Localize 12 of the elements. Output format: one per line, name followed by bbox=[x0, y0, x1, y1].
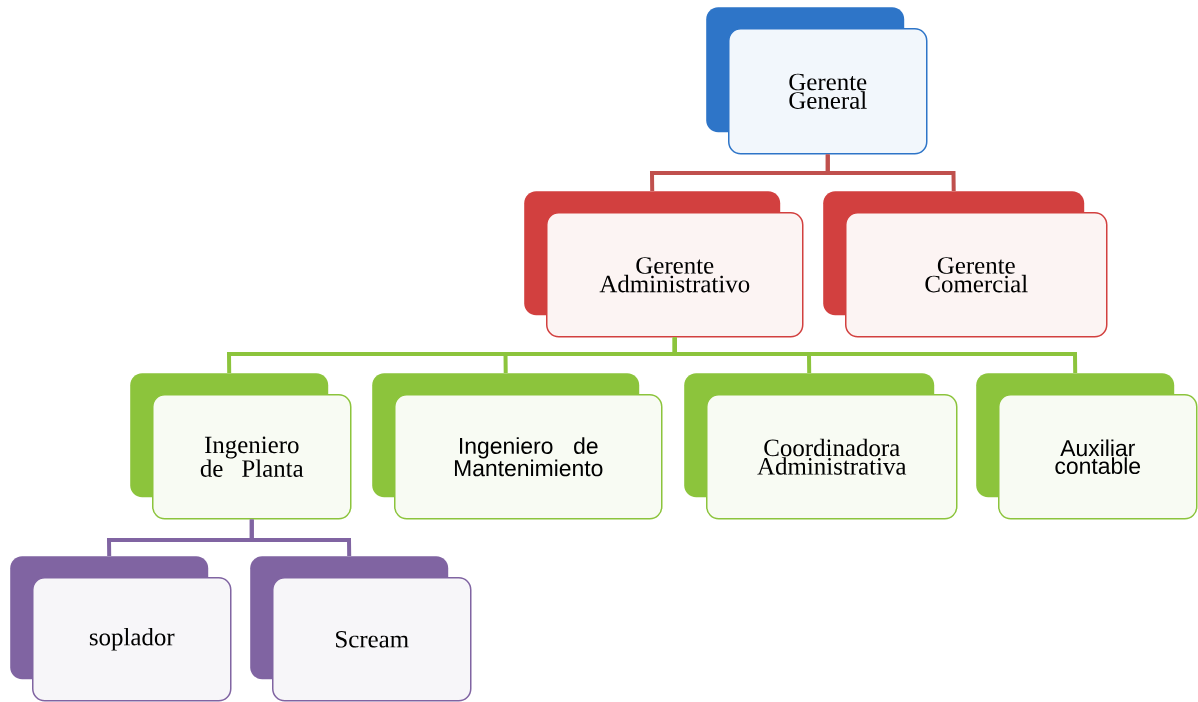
org-box: Scream bbox=[250, 556, 472, 702]
org-box: Gerente Comercial bbox=[823, 191, 1108, 338]
org-box: Ingeniero de Mantenimiento bbox=[372, 373, 663, 520]
org-box: Auxiliar contable bbox=[976, 373, 1198, 520]
org-box: Coordinadora Administrativa bbox=[684, 373, 958, 520]
org-box: Gerente General bbox=[706, 7, 928, 155]
org-box: soplador bbox=[10, 556, 232, 702]
org-box: Gerente Administrativo bbox=[524, 191, 804, 338]
connector-line bbox=[672, 337, 1078, 373]
connector-line bbox=[825, 154, 956, 192]
connector-line bbox=[249, 519, 352, 557]
org-box: Ingeniero de Planta bbox=[130, 373, 352, 520]
